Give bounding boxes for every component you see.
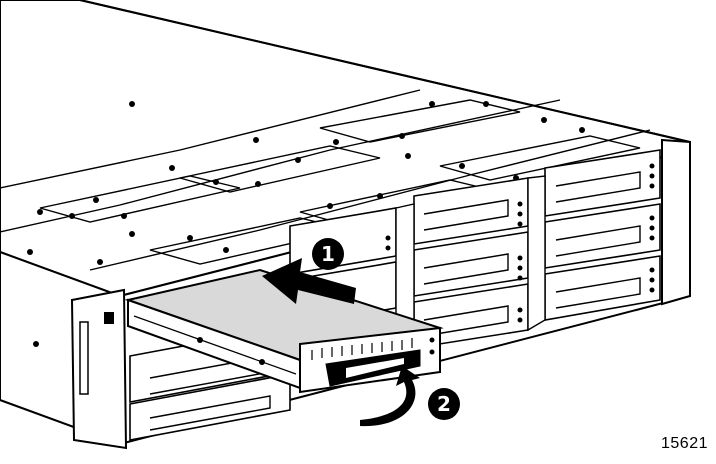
callout-1-label: 1 bbox=[321, 242, 335, 266]
left-ear-led-icon bbox=[104, 312, 114, 324]
callout-1: 1 bbox=[312, 238, 344, 270]
callout-2-label: 2 bbox=[437, 392, 451, 416]
drive-led-b bbox=[430, 350, 435, 355]
left-side-screw bbox=[33, 341, 39, 347]
drive-led-a bbox=[430, 338, 435, 343]
drive-screw-a bbox=[197, 337, 203, 343]
callout-2: 2 bbox=[428, 388, 460, 420]
right-rack-ear bbox=[662, 140, 690, 304]
drive-screw-b bbox=[259, 359, 265, 365]
figure-number: 15621 bbox=[661, 435, 708, 453]
